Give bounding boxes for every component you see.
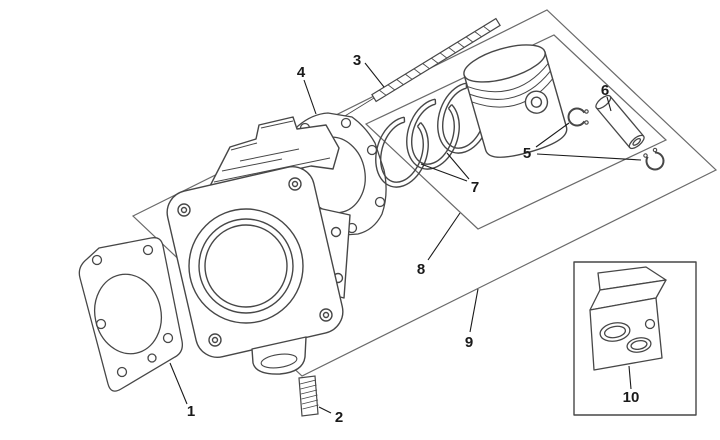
piston-drawing xyxy=(463,44,568,158)
part-labels: 1 2 3 4 5 6 7 8 9 10 xyxy=(187,52,640,426)
cylinder-spigot xyxy=(251,336,307,375)
piston-ring-2 xyxy=(406,98,460,170)
kit-oring-large xyxy=(599,322,631,342)
cylinder-bore-mid xyxy=(198,218,294,314)
piston-ring-1 xyxy=(375,116,429,188)
leader-lines xyxy=(169,62,642,414)
cylinder-head-fins xyxy=(208,116,340,189)
circlip-right-drawing xyxy=(643,147,665,171)
ring-groove-2 xyxy=(469,70,551,100)
leader-line-5a xyxy=(535,122,570,148)
leader-line-2 xyxy=(318,406,332,414)
flange-bolt-holes xyxy=(177,177,333,347)
pin-boss-hole xyxy=(524,90,549,114)
stud-short-threads xyxy=(299,379,319,410)
gasket-kit-frame xyxy=(573,261,697,416)
part-label-3: 3 xyxy=(353,52,361,69)
stud-long-drawing xyxy=(339,17,501,120)
kit-box-front xyxy=(589,297,663,371)
part-label-8: 8 xyxy=(417,261,425,278)
piston-pin-drawing xyxy=(595,94,645,150)
part-label-1: 1 xyxy=(187,403,195,420)
gasket-kit-drawing xyxy=(573,261,697,416)
leader-line-6 xyxy=(606,96,612,112)
ring-groove-1 xyxy=(467,63,549,93)
cylinder-drawing xyxy=(166,116,351,375)
part-label-2: 2 xyxy=(335,409,343,426)
ring-groove-3 xyxy=(471,78,554,108)
part-label-4: 4 xyxy=(297,64,306,81)
leader-line-10 xyxy=(628,365,632,390)
stud-short-drawing xyxy=(298,375,319,417)
leader-line-7b xyxy=(420,163,468,182)
kit-oring-small xyxy=(644,318,656,330)
leader-line-1 xyxy=(169,362,188,405)
leader-line-8 xyxy=(427,212,461,261)
cylinder-bore-outer xyxy=(188,208,304,324)
leader-line-4 xyxy=(303,79,317,115)
circlip-left-drawing xyxy=(567,107,589,127)
leader-line-7a xyxy=(446,152,470,180)
part-label-10: 10 xyxy=(623,389,640,406)
cylinder-bore-inner xyxy=(204,224,288,308)
stud-long-threads xyxy=(379,25,491,96)
leader-line-3 xyxy=(364,62,385,88)
part-label-9: 9 xyxy=(465,334,473,351)
base-gasket-drawing xyxy=(78,237,183,392)
part-label-5: 5 xyxy=(523,145,531,162)
leader-line-9 xyxy=(469,288,479,333)
kit-oring-medium xyxy=(626,337,652,353)
part-label-7: 7 xyxy=(471,179,479,196)
leader-line-5b xyxy=(536,153,642,161)
part-label-6: 6 xyxy=(601,82,609,99)
